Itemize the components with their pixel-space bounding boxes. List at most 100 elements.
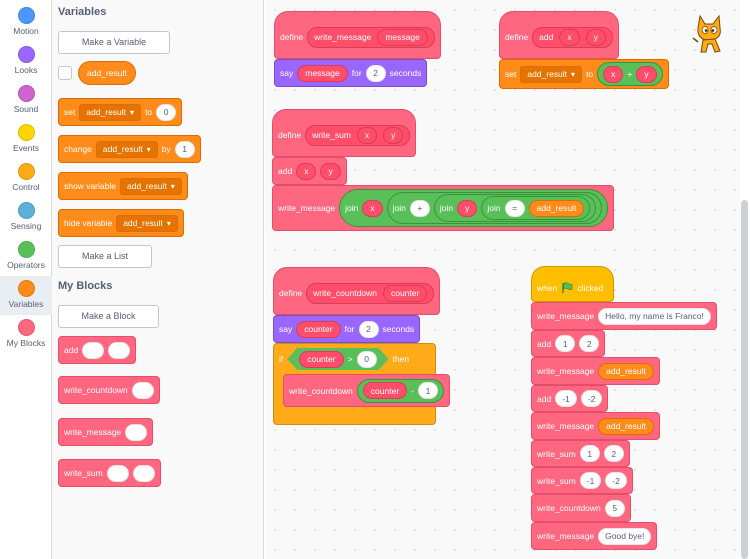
minus-operator[interactable]: counter - 1 xyxy=(356,378,444,403)
call-add-block[interactable]: add 1 2 xyxy=(531,330,606,357)
text-input[interactable]: Hello, my name is Franco! xyxy=(598,307,711,325)
param-slot[interactable] xyxy=(82,341,105,359)
number-input[interactable]: -1 xyxy=(555,390,577,407)
value-input[interactable]: 0 xyxy=(156,103,177,121)
make-list-button[interactable]: Make a List xyxy=(58,245,152,268)
category-variables[interactable]: Variables xyxy=(0,276,52,315)
call-write-message-block[interactable]: write_message join x join + join y join … xyxy=(272,185,615,231)
when-flag-clicked-block[interactable]: when clicked xyxy=(531,266,614,302)
param-y[interactable]: y xyxy=(383,126,404,144)
change-variable-block[interactable]: change add_result by 1 xyxy=(58,135,201,163)
number-input[interactable]: 2 xyxy=(603,445,624,462)
param-counter[interactable]: counter xyxy=(296,320,341,338)
prototype-write-sum[interactable]: write_sum x y xyxy=(305,124,411,146)
variable-dropdown[interactable]: add_result xyxy=(79,103,142,121)
param-slot[interactable] xyxy=(108,341,131,359)
param-slot[interactable] xyxy=(132,464,155,482)
number-input[interactable]: -2 xyxy=(580,390,603,407)
variable-dropdown[interactable]: add_result xyxy=(95,140,158,158)
hide-variable-block[interactable]: hide variable add_result xyxy=(58,209,184,237)
call-add-block[interactable]: add x y xyxy=(272,157,347,185)
variable-dropdown[interactable]: add_result xyxy=(520,65,583,83)
plus-operator[interactable]: x + y xyxy=(597,62,663,86)
code-area[interactable] xyxy=(265,0,740,559)
variable-reporter[interactable]: add_result xyxy=(598,417,654,435)
param-y[interactable]: y xyxy=(320,162,341,180)
custom-add-block[interactable]: add xyxy=(58,336,137,364)
category-motion[interactable]: Motion xyxy=(0,3,52,42)
param-y[interactable]: y xyxy=(585,28,606,46)
number-input[interactable]: -1 xyxy=(579,472,602,489)
call-write-message-block[interactable]: write_message Good bye! xyxy=(531,522,658,550)
variable-reporter[interactable]: add_result xyxy=(598,362,654,380)
param-slot[interactable] xyxy=(125,423,148,441)
make-variable-button[interactable]: Make a Variable xyxy=(58,31,170,54)
category-operators[interactable]: Operators xyxy=(0,237,52,276)
text-input[interactable]: Good bye! xyxy=(598,527,652,545)
define-write-sum-block[interactable]: define write_sum x y xyxy=(272,109,417,157)
category-control[interactable]: Control xyxy=(0,159,52,198)
value-input[interactable]: 1 xyxy=(174,140,195,158)
variable-dropdown[interactable]: add_result xyxy=(116,214,178,232)
param-counter[interactable]: counter xyxy=(299,351,343,368)
param-x[interactable]: x xyxy=(356,126,378,144)
vertical-scrollbar[interactable] xyxy=(741,200,748,559)
number-input[interactable]: 1 xyxy=(418,382,438,399)
category-events[interactable]: Events xyxy=(0,120,52,159)
call-write-message-block[interactable]: write_message add_result xyxy=(531,412,660,440)
text-input[interactable]: + xyxy=(409,199,430,217)
prototype-write-countdown[interactable]: write_countdown counter xyxy=(306,282,435,304)
param-slot[interactable] xyxy=(106,464,129,482)
category-sensing[interactable]: Sensing xyxy=(0,198,52,237)
set-variable-block[interactable]: set add_result to 0 xyxy=(58,98,183,126)
prototype-add[interactable]: add x y xyxy=(532,26,613,48)
join-operator[interactable]: join + join y join = add_result xyxy=(386,192,603,224)
call-write-sum-block[interactable]: write_sum 1 2 xyxy=(531,440,630,467)
define-write-countdown-block[interactable]: define write_countdown counter xyxy=(273,267,441,315)
param-x[interactable]: x xyxy=(296,162,317,180)
variable-reporter[interactable]: add_result xyxy=(528,199,585,217)
category-sound[interactable]: Sound xyxy=(0,81,52,120)
join-operator[interactable]: join y join = add_result xyxy=(433,194,597,222)
seconds-input[interactable]: 2 xyxy=(365,64,386,82)
variable-reporter[interactable]: add_result xyxy=(78,61,136,85)
param-x[interactable]: x xyxy=(603,65,624,83)
param-counter[interactable]: counter xyxy=(382,284,428,302)
param-message[interactable]: message xyxy=(377,28,428,46)
call-write-message-block[interactable]: write_message add_result xyxy=(531,357,660,385)
category-looks[interactable]: Looks xyxy=(0,42,52,81)
number-input[interactable]: 2 xyxy=(579,335,600,352)
param-x[interactable]: x xyxy=(362,199,383,217)
join-operator[interactable]: join = add_result xyxy=(481,196,591,220)
variable-dropdown[interactable]: add_result xyxy=(119,177,182,195)
number-input[interactable]: 0 xyxy=(357,351,377,368)
text-input[interactable]: = xyxy=(504,199,525,217)
custom-write-message-block[interactable]: write_message xyxy=(58,418,154,446)
number-input[interactable]: -2 xyxy=(605,472,627,489)
call-write-sum-block[interactable]: write_sum -1 -2 xyxy=(531,467,633,494)
param-x[interactable]: x xyxy=(559,28,580,46)
number-input[interactable]: 5 xyxy=(604,499,625,517)
say-for-seconds-block[interactable]: say message for 2 seconds xyxy=(274,59,428,87)
say-for-seconds-block[interactable]: say counter for 2 seconds xyxy=(273,315,421,343)
param-y[interactable]: y xyxy=(457,199,478,217)
make-block-button[interactable]: Make a Block xyxy=(58,305,159,328)
prototype-write-message[interactable]: write_message message xyxy=(307,26,435,48)
custom-write-countdown-block[interactable]: write_countdown xyxy=(58,376,160,404)
greater-than-operator[interactable]: counter > 0 xyxy=(287,348,388,370)
recursive-write-countdown-block[interactable]: write_countdown counter - 1 xyxy=(283,374,450,407)
define-add-block[interactable]: define add x y xyxy=(499,11,619,59)
seconds-input[interactable]: 2 xyxy=(358,320,379,338)
param-message[interactable]: message xyxy=(297,64,348,82)
define-write-message-block[interactable]: define write_message message xyxy=(274,11,441,59)
param-y[interactable]: y xyxy=(636,65,657,83)
number-input[interactable]: 1 xyxy=(579,445,600,462)
call-write-message-block[interactable]: write_message Hello, my name is Franco! xyxy=(531,302,717,330)
custom-write-sum-block[interactable]: write_sum xyxy=(58,459,161,487)
param-slot[interactable] xyxy=(131,381,154,399)
join-operator[interactable]: join x join + join y join = add_result xyxy=(339,189,609,227)
show-variable-block[interactable]: show variable add_result xyxy=(58,172,188,200)
variable-checkbox[interactable] xyxy=(58,66,72,80)
param-counter[interactable]: counter xyxy=(362,382,408,399)
call-write-countdown-block[interactable]: write_countdown 5 xyxy=(531,494,631,522)
